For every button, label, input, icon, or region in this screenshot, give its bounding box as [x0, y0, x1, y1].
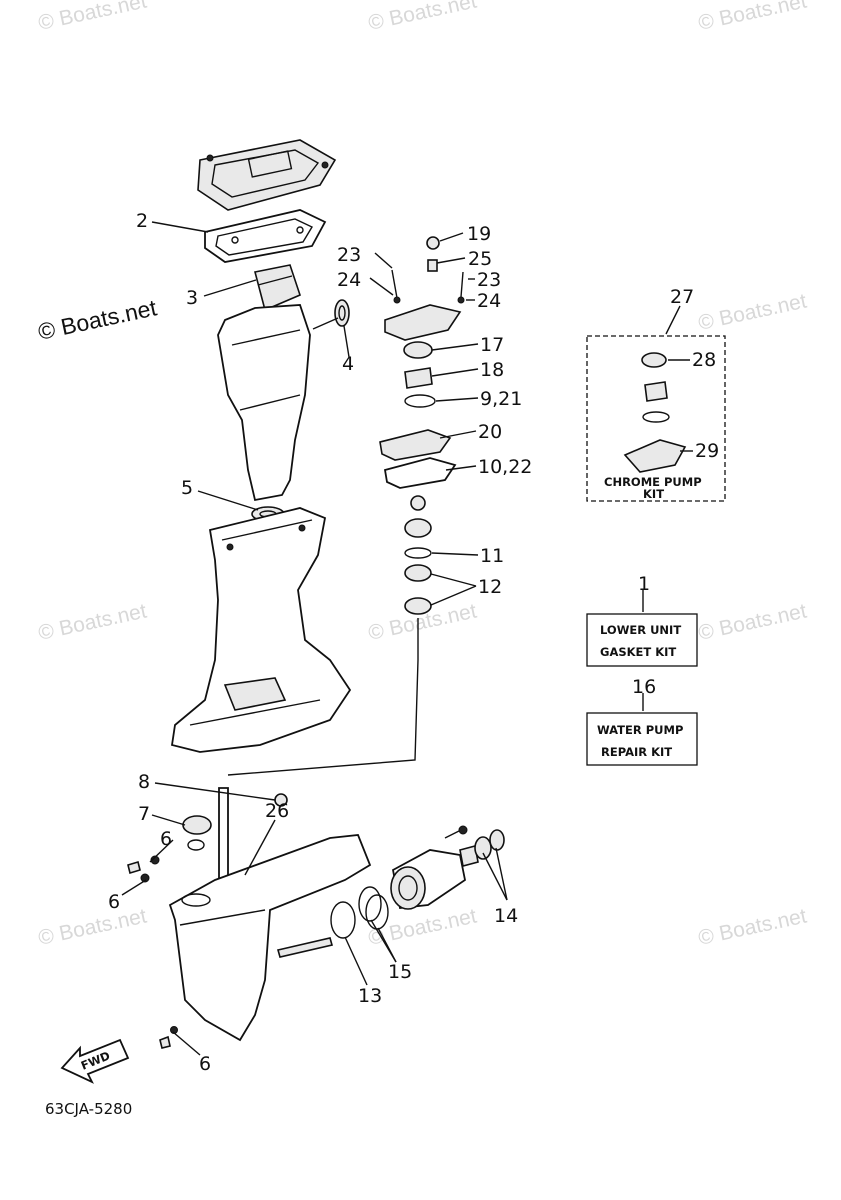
callout-10-22: 10,22 [478, 456, 532, 478]
gearcase-part [168, 787, 372, 1042]
seal-4-part [334, 299, 350, 327]
callout-6-mid: 6 [108, 891, 120, 913]
callout-7: 7 [138, 803, 150, 825]
gasket-2-part [204, 209, 327, 263]
callout-23-right: 23 [477, 269, 501, 291]
lower-unit-gasket-kit-box [586, 590, 698, 667]
callout-12: 12 [478, 576, 502, 598]
callout-17: 17 [480, 334, 504, 356]
chrome-pump-kit-line2: KIT [643, 487, 664, 501]
callout-25: 25 [468, 248, 492, 270]
water-pump-repair-kit-box [586, 693, 698, 766]
top-plate-part [197, 139, 337, 211]
chrome-pump-kit-box [586, 305, 726, 502]
callout-1: 1 [638, 573, 650, 595]
watermark-dark: © Boats.net [36, 294, 160, 345]
water-pump-kit-line2: REPAIR KIT [601, 745, 672, 759]
lower-casing-part [170, 507, 352, 753]
callout-14: 14 [494, 905, 518, 927]
callout-3: 3 [186, 287, 198, 309]
callout-16: 16 [632, 676, 656, 698]
callout-27: 27 [670, 286, 694, 308]
callout-6-bottom: 6 [199, 1053, 211, 1075]
callout-11: 11 [480, 545, 504, 567]
callout-6-top: 6 [160, 828, 172, 850]
callout-28: 28 [692, 349, 716, 371]
watermark: © Boats.net [366, 0, 479, 35]
watermark: © Boats.net [696, 904, 809, 949]
callout-29: 29 [695, 440, 719, 462]
watermark: © Boats.net [36, 904, 149, 949]
chrome-pump-kit-line1: CHROME PUMP [604, 475, 702, 489]
water-pump-kit-line1: WATER PUMP [597, 723, 683, 737]
gearcase-small-parts [127, 793, 288, 1049]
callout-labels: 2 3 4 5 23 24 19 25 23 24 17 18 9,21 20 … [108, 210, 719, 1075]
watermark: © Boats.net [36, 599, 149, 644]
connector-3-part [254, 264, 301, 312]
callout-4: 4 [342, 353, 354, 375]
callout-23-left: 23 [337, 244, 361, 266]
callout-15: 15 [388, 961, 412, 983]
diagram-code: 63CJA-5280 [45, 1100, 132, 1118]
callout-9-21: 9,21 [480, 388, 522, 410]
water-pump-parts [227, 236, 465, 776]
callout-13: 13 [358, 985, 382, 1007]
fwd-arrow-icon: FWD [60, 1038, 130, 1084]
watermark: © Boats.net [696, 0, 809, 35]
lower-unit-kit-line2: GASKET KIT [600, 645, 676, 659]
callout-2: 2 [136, 210, 148, 232]
callout-20: 20 [478, 421, 502, 443]
upper-casing-part [217, 304, 311, 502]
callout-24-left: 24 [337, 269, 361, 291]
leader-lines [121, 221, 508, 1056]
watermark: © Boats.net [36, 0, 149, 35]
callout-19: 19 [467, 223, 491, 245]
callout-18: 18 [480, 359, 504, 381]
watermark: © Boats.net [696, 289, 809, 334]
lower-unit-kit-line1: LOWER UNIT [600, 623, 681, 637]
watermark: © Boats.net [366, 904, 479, 949]
watermark: © Boats.net [696, 599, 809, 644]
callout-5: 5 [181, 477, 193, 499]
callout-8: 8 [138, 771, 150, 793]
callout-26: 26 [265, 800, 289, 822]
prop-shaft-housing-part [330, 825, 505, 939]
callout-24-right: 24 [477, 290, 501, 312]
